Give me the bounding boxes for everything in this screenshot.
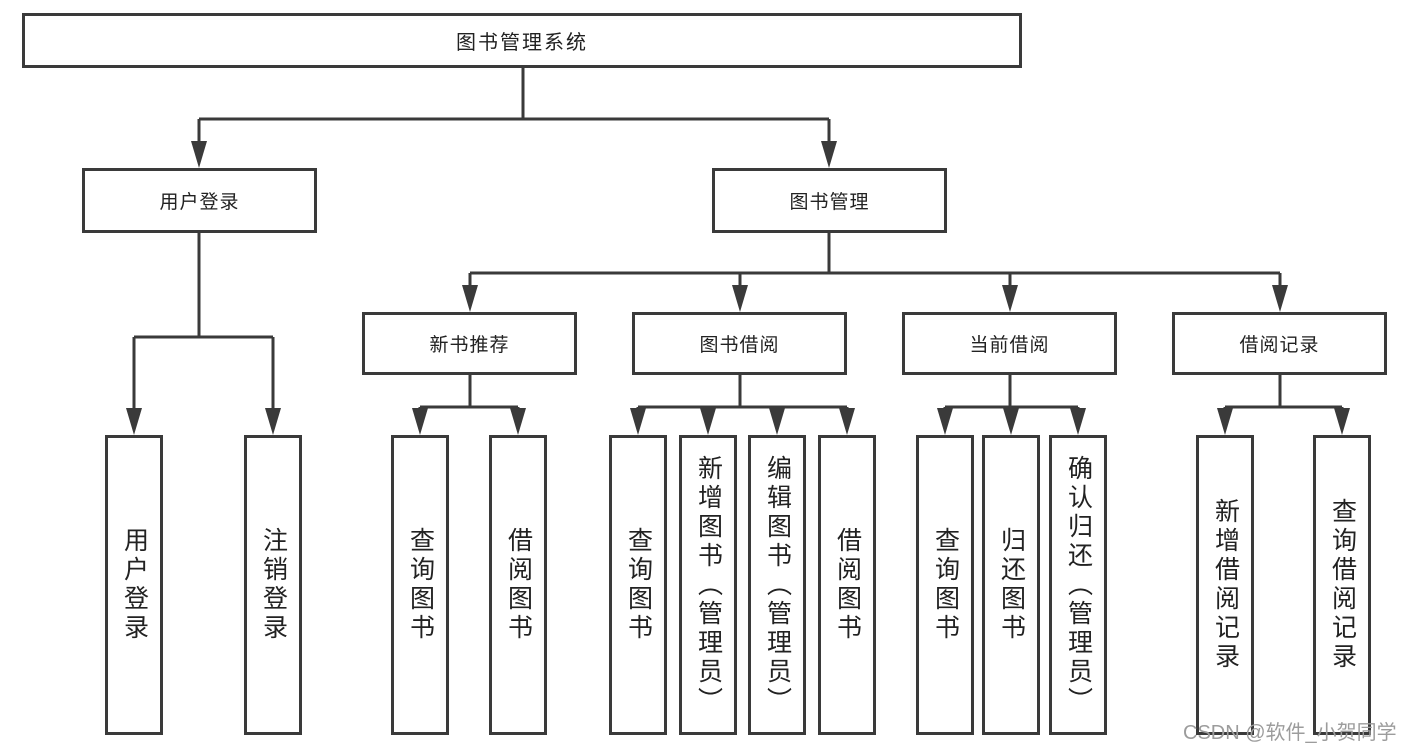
node-current-borrow: 当前借阅: [902, 312, 1117, 375]
arrowhead-icon: [769, 408, 785, 435]
arrowhead-icon: [821, 141, 837, 168]
leaf-confirm-return-admin: 确认归还（管理员）: [1049, 435, 1107, 735]
leaf-borrow-book-2: 借阅图书: [818, 435, 876, 735]
leaf-query-book-3: 查询图书: [916, 435, 974, 735]
node-library-management-system: 图书管理系统: [22, 13, 1022, 68]
arrowhead-icon: [700, 408, 716, 435]
leaf-label: 查询图书: [406, 527, 435, 643]
arrowhead-icon: [1003, 408, 1019, 435]
node-label: 图书管理: [789, 192, 870, 213]
arrowhead-icon: [191, 141, 207, 168]
arrowhead-icon: [1217, 408, 1233, 435]
leaf-query-book-1: 查询图书: [391, 435, 449, 735]
leaf-label: 新增图书（管理员）: [694, 454, 723, 716]
arrowhead-icon: [462, 285, 478, 312]
node-label: 图书借阅: [699, 335, 780, 356]
node-label: 当前借阅: [969, 335, 1050, 356]
arrowhead-icon: [510, 408, 526, 435]
leaf-label: 编辑图书（管理员）: [763, 454, 792, 716]
arrowhead-icon: [839, 408, 855, 435]
csdn-watermark: CSDN @软件_小贺同学: [1183, 722, 1397, 744]
leaf-label: 注销登录: [259, 527, 288, 643]
leaf-label: 查询借阅记录: [1328, 498, 1357, 672]
node-user-login: 用户登录: [82, 168, 317, 233]
node-book-borrow: 图书借阅: [632, 312, 847, 375]
node-label: 用户登录: [159, 192, 240, 213]
node-borrow-records: 借阅记录: [1172, 312, 1387, 375]
node-new-book-recommend: 新书推荐: [362, 312, 577, 375]
leaf-label: 借阅图书: [833, 527, 862, 643]
arrowhead-icon: [412, 408, 428, 435]
leaf-return-book: 归还图书: [982, 435, 1040, 735]
node-label: 图书管理系统: [456, 32, 588, 54]
arrowhead-icon: [265, 408, 281, 435]
arrowhead-icon: [630, 408, 646, 435]
node-book-management: 图书管理: [712, 168, 947, 233]
leaf-edit-book-admin: 编辑图书（管理员）: [748, 435, 806, 735]
arrowhead-icon: [1272, 285, 1288, 312]
leaf-label: 查询图书: [624, 527, 653, 643]
leaf-borrow-book-1: 借阅图书: [489, 435, 547, 735]
arrowhead-icon: [1002, 285, 1018, 312]
leaf-add-borrow-record: 新增借阅记录: [1196, 435, 1254, 735]
arrowhead-icon: [732, 285, 748, 312]
leaf-label: 用户登录: [120, 527, 149, 643]
arrowhead-icon: [937, 408, 953, 435]
node-label: 借阅记录: [1239, 335, 1320, 356]
node-label: 新书推荐: [429, 335, 510, 356]
leaf-label: 归还图书: [997, 527, 1026, 643]
leaf-logout-login: 注销登录: [244, 435, 302, 735]
leaf-label: 新增借阅记录: [1211, 498, 1240, 672]
leaf-query-book-2: 查询图书: [609, 435, 667, 735]
leaf-query-borrow-record: 查询借阅记录: [1313, 435, 1371, 735]
arrowhead-icon: [126, 408, 142, 435]
leaf-add-book-admin: 新增图书（管理员）: [679, 435, 737, 735]
leaf-label: 借阅图书: [504, 527, 533, 643]
arrowhead-icon: [1070, 408, 1086, 435]
leaf-user-login: 用户登录: [105, 435, 163, 735]
leaf-label: 查询图书: [931, 527, 960, 643]
arrowhead-icon: [1334, 408, 1350, 435]
leaf-label: 确认归还（管理员）: [1064, 454, 1093, 716]
